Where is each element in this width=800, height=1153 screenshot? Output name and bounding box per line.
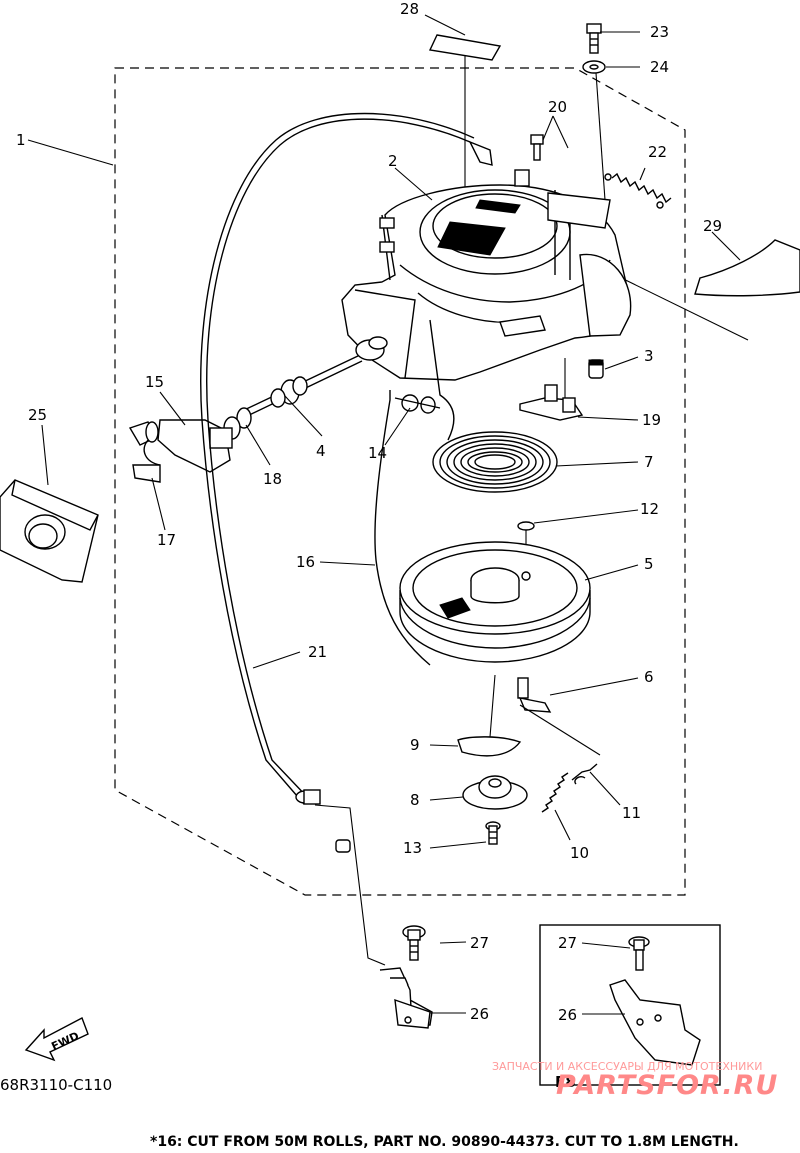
part-3-collar xyxy=(588,359,604,379)
f8-label: F8 xyxy=(555,1073,576,1091)
part-7-spiral-spring xyxy=(432,431,558,493)
watermark-text: ЗАПЧАСТИ И АКСЕССУАРЫ ДЛЯ МОТОТЕХНИКИ xyxy=(492,1060,763,1073)
callout-24: 24 xyxy=(650,58,669,76)
assembly-boundary xyxy=(114,67,686,896)
part-19-lever xyxy=(519,358,584,421)
watermark-logo: PARTSFOR.RU xyxy=(556,1070,779,1101)
callout-8: 8 xyxy=(410,791,420,809)
part-16-cable xyxy=(374,390,431,666)
part-13-screw xyxy=(485,821,501,845)
f8-callout-26: 26 xyxy=(558,1006,577,1024)
callout-22: 22 xyxy=(648,143,667,161)
callout-13: 13 xyxy=(403,839,422,857)
callout-1: 1 xyxy=(16,131,26,149)
callout-17: 17 xyxy=(157,531,176,549)
callout-19: 19 xyxy=(642,411,661,429)
callout-20: 20 xyxy=(548,98,567,116)
fwd-arrow-icon: FWD xyxy=(24,1017,89,1062)
callout-23: 23 xyxy=(650,23,669,41)
callout-14: 14 xyxy=(368,444,387,462)
callout-11: 11 xyxy=(622,804,641,822)
part-2-starter-housing xyxy=(341,169,632,381)
part-8-cover xyxy=(462,775,528,810)
callout-12: 12 xyxy=(640,500,659,518)
part-11-return-spring xyxy=(571,763,598,785)
callout-5: 5 xyxy=(644,555,654,573)
callout-10: 10 xyxy=(570,844,589,862)
callout-21: 21 xyxy=(308,643,327,661)
f8-bolt xyxy=(628,936,650,971)
callout-7: 7 xyxy=(644,453,654,471)
callout-15: 15 xyxy=(145,373,164,391)
f8-callout-27: 27 xyxy=(558,934,577,952)
callout-16: 16 xyxy=(296,553,315,571)
callout-29: 29 xyxy=(703,217,722,235)
part-10-spring xyxy=(541,772,569,813)
part-6-pawl xyxy=(517,677,601,756)
part-16-cable-upper xyxy=(429,319,455,441)
footnote: *16: CUT FROM 50M ROLLS, PART NO. 90890-… xyxy=(150,1134,739,1150)
callout-27: 27 xyxy=(470,934,489,952)
part-14-clamp xyxy=(394,394,441,414)
detail-box-f8 xyxy=(539,924,721,1086)
callout-28: 28 xyxy=(400,0,419,18)
f8-bracket xyxy=(609,979,701,1066)
part-23-bolt xyxy=(586,23,602,54)
callout-4: 4 xyxy=(316,442,326,460)
part-17-clip xyxy=(132,464,161,483)
part-25-gasket xyxy=(0,479,99,583)
callout-25: 25 xyxy=(28,406,47,424)
part-21-cable-end xyxy=(295,140,493,853)
callout-18: 18 xyxy=(263,470,282,488)
part-4-grommet xyxy=(239,336,388,419)
part-27-bolt xyxy=(402,925,426,961)
part-9-plate xyxy=(457,674,522,757)
callout-9: 9 xyxy=(410,736,420,754)
callout-26: 26 xyxy=(470,1005,489,1023)
part-29-sticker xyxy=(694,239,800,297)
part-24-washer xyxy=(582,60,606,201)
part-22-spring xyxy=(604,172,672,209)
diagram-code: 68R3110-C110 xyxy=(0,1076,113,1094)
part-20-pin xyxy=(530,134,544,161)
part-21-cable xyxy=(206,118,471,801)
part-5-pulley xyxy=(399,541,591,663)
callout-6: 6 xyxy=(644,668,654,686)
part-15-bracket xyxy=(128,419,233,473)
callout-2: 2 xyxy=(388,152,398,170)
part-26-bracket xyxy=(379,967,433,1029)
callout-3: 3 xyxy=(644,347,654,365)
